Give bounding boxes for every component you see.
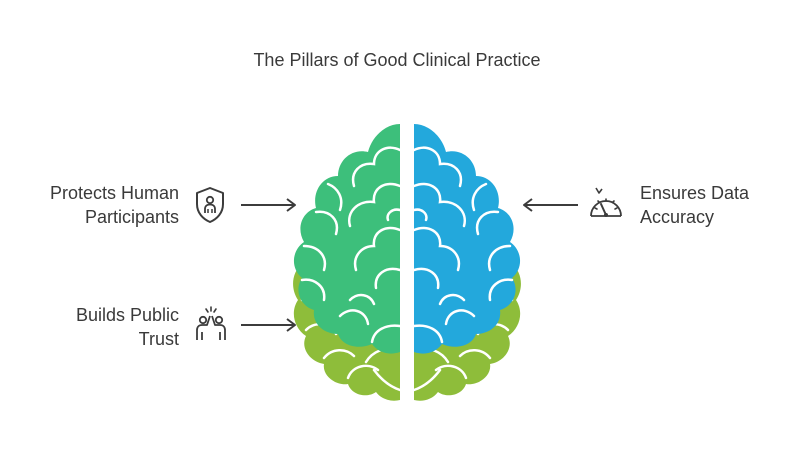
label-builds-line2: Trust: [138, 329, 179, 349]
arrow-protects: [241, 198, 296, 212]
label-protects-line1: Protects Human: [49, 183, 179, 203]
brain-lobe-ensures-accuracy: [412, 124, 521, 354]
arrow-builds: [241, 318, 296, 332]
label-ensures-line1: Ensures Data: [640, 183, 750, 203]
diagram-title: The Pillars of Good Clinical Practice: [253, 50, 541, 70]
arrow-ensures: [523, 198, 578, 212]
label-ensures-line2: Accuracy: [640, 207, 715, 227]
label-builds-line1: Builds Public: [75, 305, 179, 325]
label-ensures-data-accuracy: Ensures Data Accuracy: [640, 181, 749, 229]
label-protects-line2: Participants: [84, 207, 179, 227]
shield-person-icon: [196, 187, 224, 223]
high-five-people-icon: [196, 306, 226, 340]
label-protects-human-participants: Protects Human Participants: [50, 181, 179, 229]
brain-diagram: [293, 124, 521, 401]
brain-lobe-protects-participants: [293, 124, 402, 354]
label-builds-public-trust: Builds Public Trust: [76, 303, 179, 351]
speedometer-gauge-icon: [590, 187, 622, 217]
